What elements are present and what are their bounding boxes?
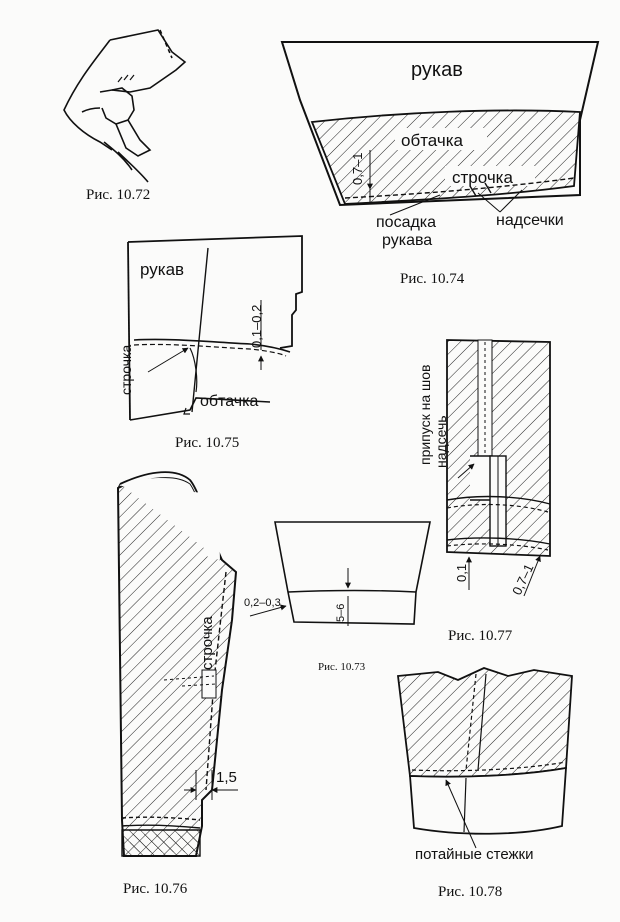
sleeve-outline-75 xyxy=(127,235,303,349)
caption-10-78: Рис. 10.78 xyxy=(438,884,502,900)
dim-label-76: 1,5 xyxy=(216,769,237,786)
sleeve-panel-73 xyxy=(274,521,431,625)
dim-label-74: 0,7–1 xyxy=(350,152,365,185)
dim-label-75: 0,1–0,2 xyxy=(249,305,264,348)
label-seam-74: строчка xyxy=(452,168,513,187)
sleeve-drawing xyxy=(99,29,187,93)
dim-allowance-73: 0,2–0,3 xyxy=(244,597,281,609)
label-sleeve-74: рукав xyxy=(411,59,463,81)
figure-10-76 xyxy=(116,471,238,857)
figure-10-73 xyxy=(249,521,431,626)
label-seam-76: строчка xyxy=(199,616,216,670)
label-sleeve-75: рукав xyxy=(140,260,184,279)
figure-10-78 xyxy=(396,667,573,849)
facing-edge-75 xyxy=(133,338,291,353)
figure-10-74 xyxy=(280,41,600,216)
figure-10-72 xyxy=(63,29,187,183)
hand-drawing xyxy=(117,151,149,183)
figure-10-77 xyxy=(446,339,551,597)
label-allowance-line1-77: припуск на шов xyxy=(417,365,433,466)
caption-10-77: Рис. 10.77 xyxy=(448,628,513,644)
label-ease-line1-74: посадка xyxy=(376,214,436,231)
label-notches-74: надсечки xyxy=(496,212,564,229)
caption-10-75: Рис. 10.75 xyxy=(175,435,239,451)
cuff-hatched-77 xyxy=(446,339,551,557)
caption-10-76: Рис. 10.76 xyxy=(123,881,188,897)
seam-line-74 xyxy=(344,177,575,199)
caption-10-73: Рис. 10.73 xyxy=(318,661,366,673)
label-ease-line2-74: рукава xyxy=(382,232,432,249)
label-facing-75: обтачка xyxy=(200,393,258,410)
dim-left-77: 0,1 xyxy=(454,564,469,582)
label-allowance-line2-77: надсечь xyxy=(433,415,449,468)
label-stitches-78: потайные стежки xyxy=(415,846,533,863)
dim-height-73: 5–6 xyxy=(335,604,347,622)
caption-10-74: Рис. 10.74 xyxy=(400,271,465,287)
caption-10-72: Рис. 10.72 xyxy=(86,187,150,203)
figure-10-75 xyxy=(127,235,303,421)
label-facing-74: обтачка xyxy=(401,131,464,150)
cuff-78 xyxy=(409,766,567,835)
label-seam-75: строчка xyxy=(118,345,134,395)
dim-right-77: 0,7–1 xyxy=(509,561,536,597)
